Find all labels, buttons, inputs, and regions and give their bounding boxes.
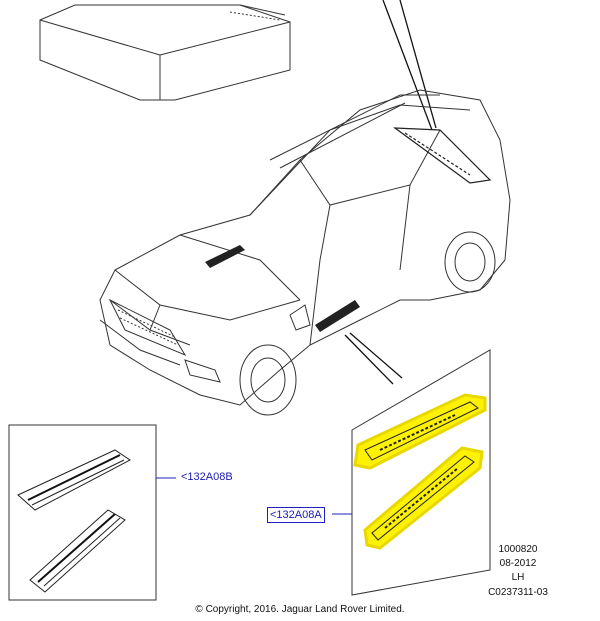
illustration-number: 1000820 — [498, 544, 538, 555]
part-callout-132a08b[interactable]: <132A08B — [181, 471, 233, 483]
cargo-floor-panel — [39, 4, 291, 101]
highlight-plate-upper — [353, 393, 487, 470]
sill-plate-front-installed — [205, 245, 245, 268]
inset-box-part-b — [8, 424, 176, 601]
sill-plate-side-installed — [315, 300, 360, 332]
illustration-code: C0237311-03 — [488, 587, 548, 598]
vehicle-outline — [99, 89, 511, 416]
sill-plate-rear-installed — [393, 127, 492, 184]
inset-box-part-a — [332, 349, 491, 596]
copyright-notice: © Copyright, 2016. Jaguar Land Rover Lim… — [195, 604, 405, 615]
leader-lines-sill — [344, 332, 403, 385]
illustration-side: LH — [511, 572, 525, 583]
illustration-date: 08-2012 — [499, 558, 537, 569]
part-callout-132a08a[interactable]: <132A08A — [267, 507, 325, 523]
